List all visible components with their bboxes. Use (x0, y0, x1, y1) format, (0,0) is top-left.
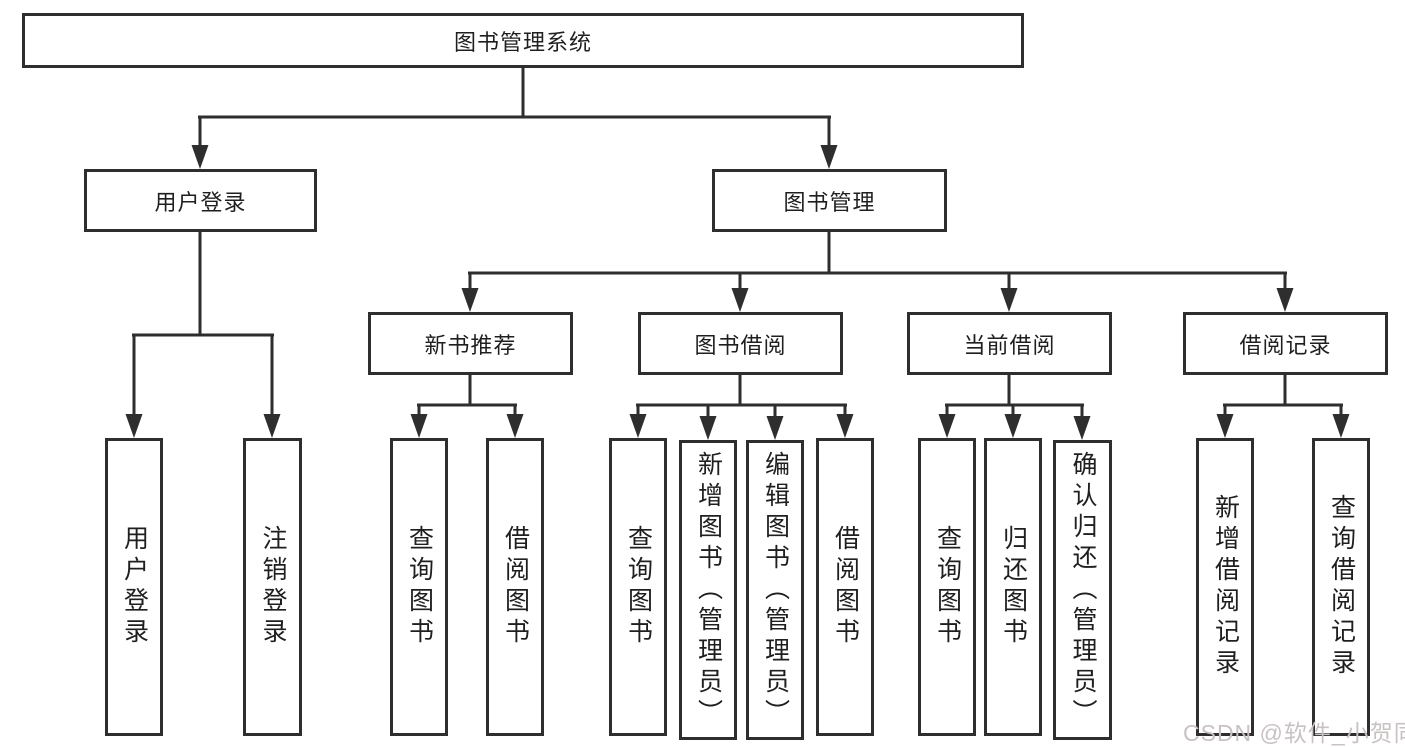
node-book-management-branch: 图书管理 (712, 169, 947, 232)
arrow-down-icon (820, 145, 838, 169)
arrow-down-icon (766, 416, 784, 440)
arrow-down-icon (699, 416, 717, 440)
leaf-query-borrow-record: 查询借阅记录 (1312, 438, 1370, 736)
arrow-down-icon (1004, 414, 1022, 438)
arrow-down-icon (836, 414, 854, 438)
arrow-down-icon (1216, 414, 1234, 438)
arrow-down-icon (1276, 288, 1294, 312)
arrow-down-icon (461, 288, 479, 312)
leaf-user-login: 用户登录 (105, 438, 163, 736)
leaf-return-books: 归还图书 (984, 438, 1042, 736)
arrow-down-icon (506, 414, 524, 438)
arrow-down-icon (1073, 416, 1091, 440)
arrow-down-icon (938, 414, 956, 438)
leaf-edit-book-admin: 编辑图书（管理员） (746, 440, 804, 740)
leaf-add-borrow-record: 新增借阅记录 (1196, 438, 1254, 736)
leaf-logout: 注销登录 (243, 438, 302, 736)
node-current-borrowing: 当前借阅 (907, 312, 1112, 375)
leaf-query-books-recommend: 查询图书 (390, 438, 448, 736)
leaf-confirm-return-admin: 确认归还（管理员） (1053, 440, 1112, 740)
leaf-borrow-books-recommend: 借阅图书 (486, 438, 544, 736)
watermark-csdn: CSDN @软件_小贺同学 (1183, 720, 1405, 746)
arrow-down-icon (191, 145, 209, 169)
arrow-down-icon (629, 414, 647, 438)
arrow-down-icon (731, 288, 749, 312)
arrow-down-icon (125, 414, 143, 438)
node-new-book-recommendation: 新书推荐 (368, 312, 573, 375)
node-book-borrowing: 图书借阅 (638, 312, 843, 375)
leaf-query-books-borrowing: 查询图书 (609, 438, 667, 736)
connector-lines (132, 68, 1343, 422)
node-user-login-branch: 用户登录 (84, 169, 317, 232)
node-borrowing-records: 借阅记录 (1183, 312, 1388, 375)
arrow-down-icon (263, 414, 281, 438)
leaf-borrow-books-borrowing: 借阅图书 (816, 438, 874, 736)
arrow-down-icon (1000, 288, 1018, 312)
arrow-down-icon (1332, 414, 1350, 438)
arrowheads (125, 145, 1350, 440)
arrow-down-icon (410, 414, 428, 438)
leaf-add-book-admin: 新增图书（管理员） (679, 440, 737, 740)
node-library-management-system: 图书管理系统 (22, 13, 1024, 68)
leaf-query-books-current: 查询图书 (918, 438, 976, 736)
